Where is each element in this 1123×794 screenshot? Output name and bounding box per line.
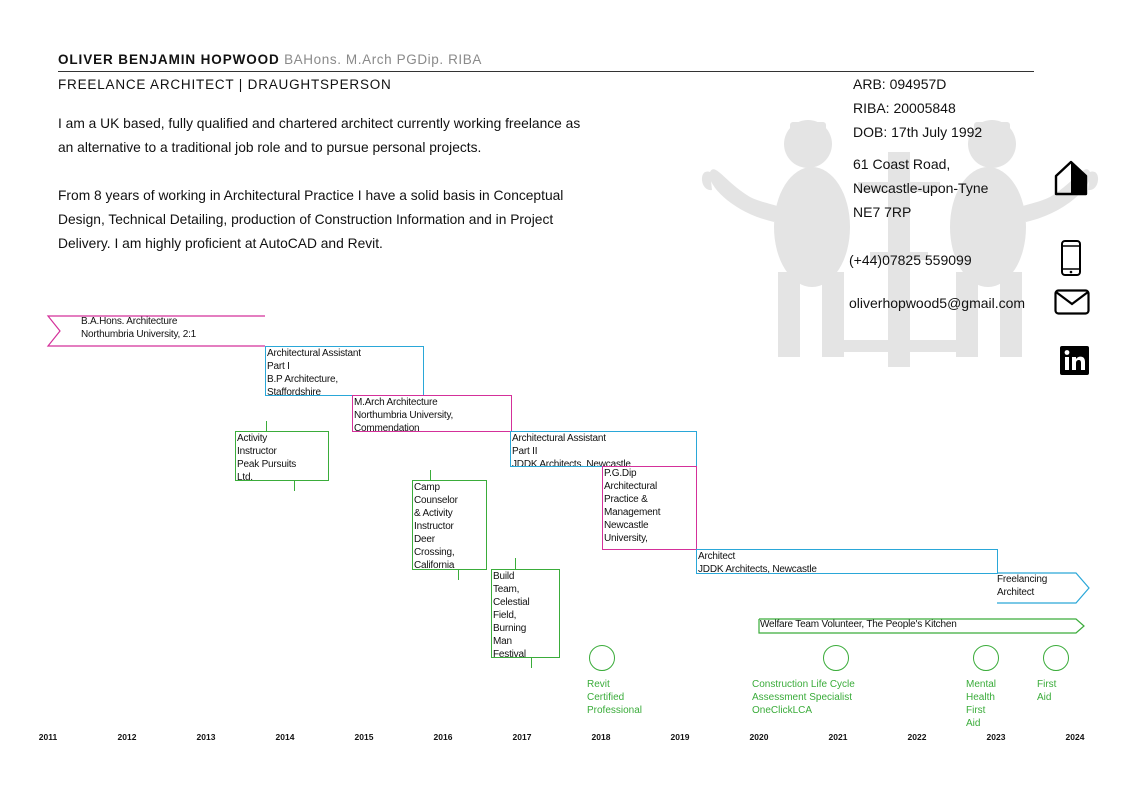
bio-paragraph-1: I am a UK based, fully qualified and cha…	[58, 116, 581, 155]
arch-assistant-part2-entry: Architectural Assistant Part II JDDK Arc…	[510, 431, 697, 467]
name-text: OLIVER BENJAMIN HOPWOOD	[58, 52, 280, 67]
welfare-arrow	[758, 618, 1085, 634]
year-label: 2024	[1065, 732, 1085, 742]
activity-instructor-entry: Activity Instructor Peak Pursuits Ltd.	[235, 431, 329, 481]
year-label: 2018	[591, 732, 611, 742]
camp-tick-bottom	[458, 570, 459, 580]
mail-icon[interactable]	[1054, 289, 1090, 315]
person-name: OLIVER BENJAMIN HOPWOOD BAHons. M.Arch P…	[58, 52, 482, 67]
mental-health-cert-marker	[973, 645, 999, 671]
build-tick-top	[515, 558, 516, 569]
first-aid-cert-marker	[1043, 645, 1069, 671]
freelancing-architect-entry: Freelancing Architect	[997, 574, 1048, 598]
year-label: 2022	[907, 732, 927, 742]
year-label: 2023	[986, 732, 1006, 742]
year-label: 2017	[512, 732, 532, 742]
revit-cert-label: Revit Certified Professional	[587, 679, 643, 716]
camp-tick-top	[430, 470, 431, 480]
linkedin-icon[interactable]	[1060, 346, 1089, 375]
date-of-birth: DOB: 17th July 1992	[853, 124, 983, 140]
revit-cert-marker	[589, 645, 615, 671]
build-team-entry: Build Team, Celestial Field, Burning Man…	[491, 569, 560, 658]
phone-number[interactable]: (+44)07825 559099	[849, 252, 972, 268]
lion-crest-watermark	[701, 120, 1099, 367]
pgdip-entry: P.G.Dip Architectural Practice & Managem…	[602, 466, 697, 550]
activity-tick-bottom	[294, 481, 295, 491]
job-title: FREELANCE ARCHITECT | DRAUGHTSPERSON	[58, 77, 392, 92]
year-label: 2014	[275, 732, 295, 742]
arb-number: ARB: 094957D	[853, 76, 947, 92]
house-icon	[1054, 160, 1088, 196]
year-label: 2013	[196, 732, 216, 742]
address-line-3: NE7 7RP	[853, 204, 912, 220]
bio-section: I am a UK based, fully qualified and cha…	[58, 112, 588, 280]
camp-counselor-entry: Camp Counselor & Activity Instructor Dee…	[412, 480, 487, 570]
year-label: 2021	[828, 732, 848, 742]
arch-assistant-part1-entry: Architectural Assistant Part I B.P Archi…	[265, 346, 424, 396]
march-architecture-entry: M.Arch Architecture Northumbria Universi…	[352, 395, 512, 432]
year-label: 2016	[433, 732, 453, 742]
header-divider	[58, 71, 1034, 72]
ba-architecture-entry: B.A.Hons. Architecture Northumbria Unive…	[81, 316, 197, 340]
welfare-volunteer-entry: Welfare Team Volunteer, The People's Kit…	[760, 619, 957, 630]
clca-cert-label: Construction Life Cycle Assessment Speci…	[752, 679, 855, 716]
year-label: 2020	[749, 732, 769, 742]
year-label: 2019	[670, 732, 690, 742]
clca-cert-marker	[823, 645, 849, 671]
phone-icon[interactable]	[1060, 240, 1082, 276]
email-address[interactable]: oliverhopwood5@gmail.com	[849, 295, 1026, 311]
address: 61 Coast Road, Newcastle-upon-Tyne NE7 7…	[853, 152, 988, 224]
bio-paragraph-2: From 8 years of working in Architectural…	[58, 188, 564, 251]
address-line-2: Newcastle-upon-Tyne	[853, 180, 989, 196]
year-label: 2015	[354, 732, 374, 742]
year-label: 2011	[38, 732, 58, 742]
first-aid-cert-label: First Aid	[1037, 679, 1057, 703]
architect-entry: Architect JDDK Architects, Newcastle	[696, 549, 998, 574]
mental-health-cert-label: Mental Health First Aid	[966, 679, 997, 729]
build-tick-bottom	[531, 658, 532, 668]
riba-number: RIBA: 20005848	[853, 100, 956, 116]
address-line-1: 61 Coast Road,	[853, 156, 951, 172]
activity-tick-top	[266, 421, 267, 431]
year-label: 2012	[117, 732, 137, 742]
ba-start-arrow	[46, 315, 265, 347]
credentials-text: BAHons. M.Arch PGDip. RIBA	[284, 52, 482, 67]
freelance-arrow	[997, 572, 1090, 604]
